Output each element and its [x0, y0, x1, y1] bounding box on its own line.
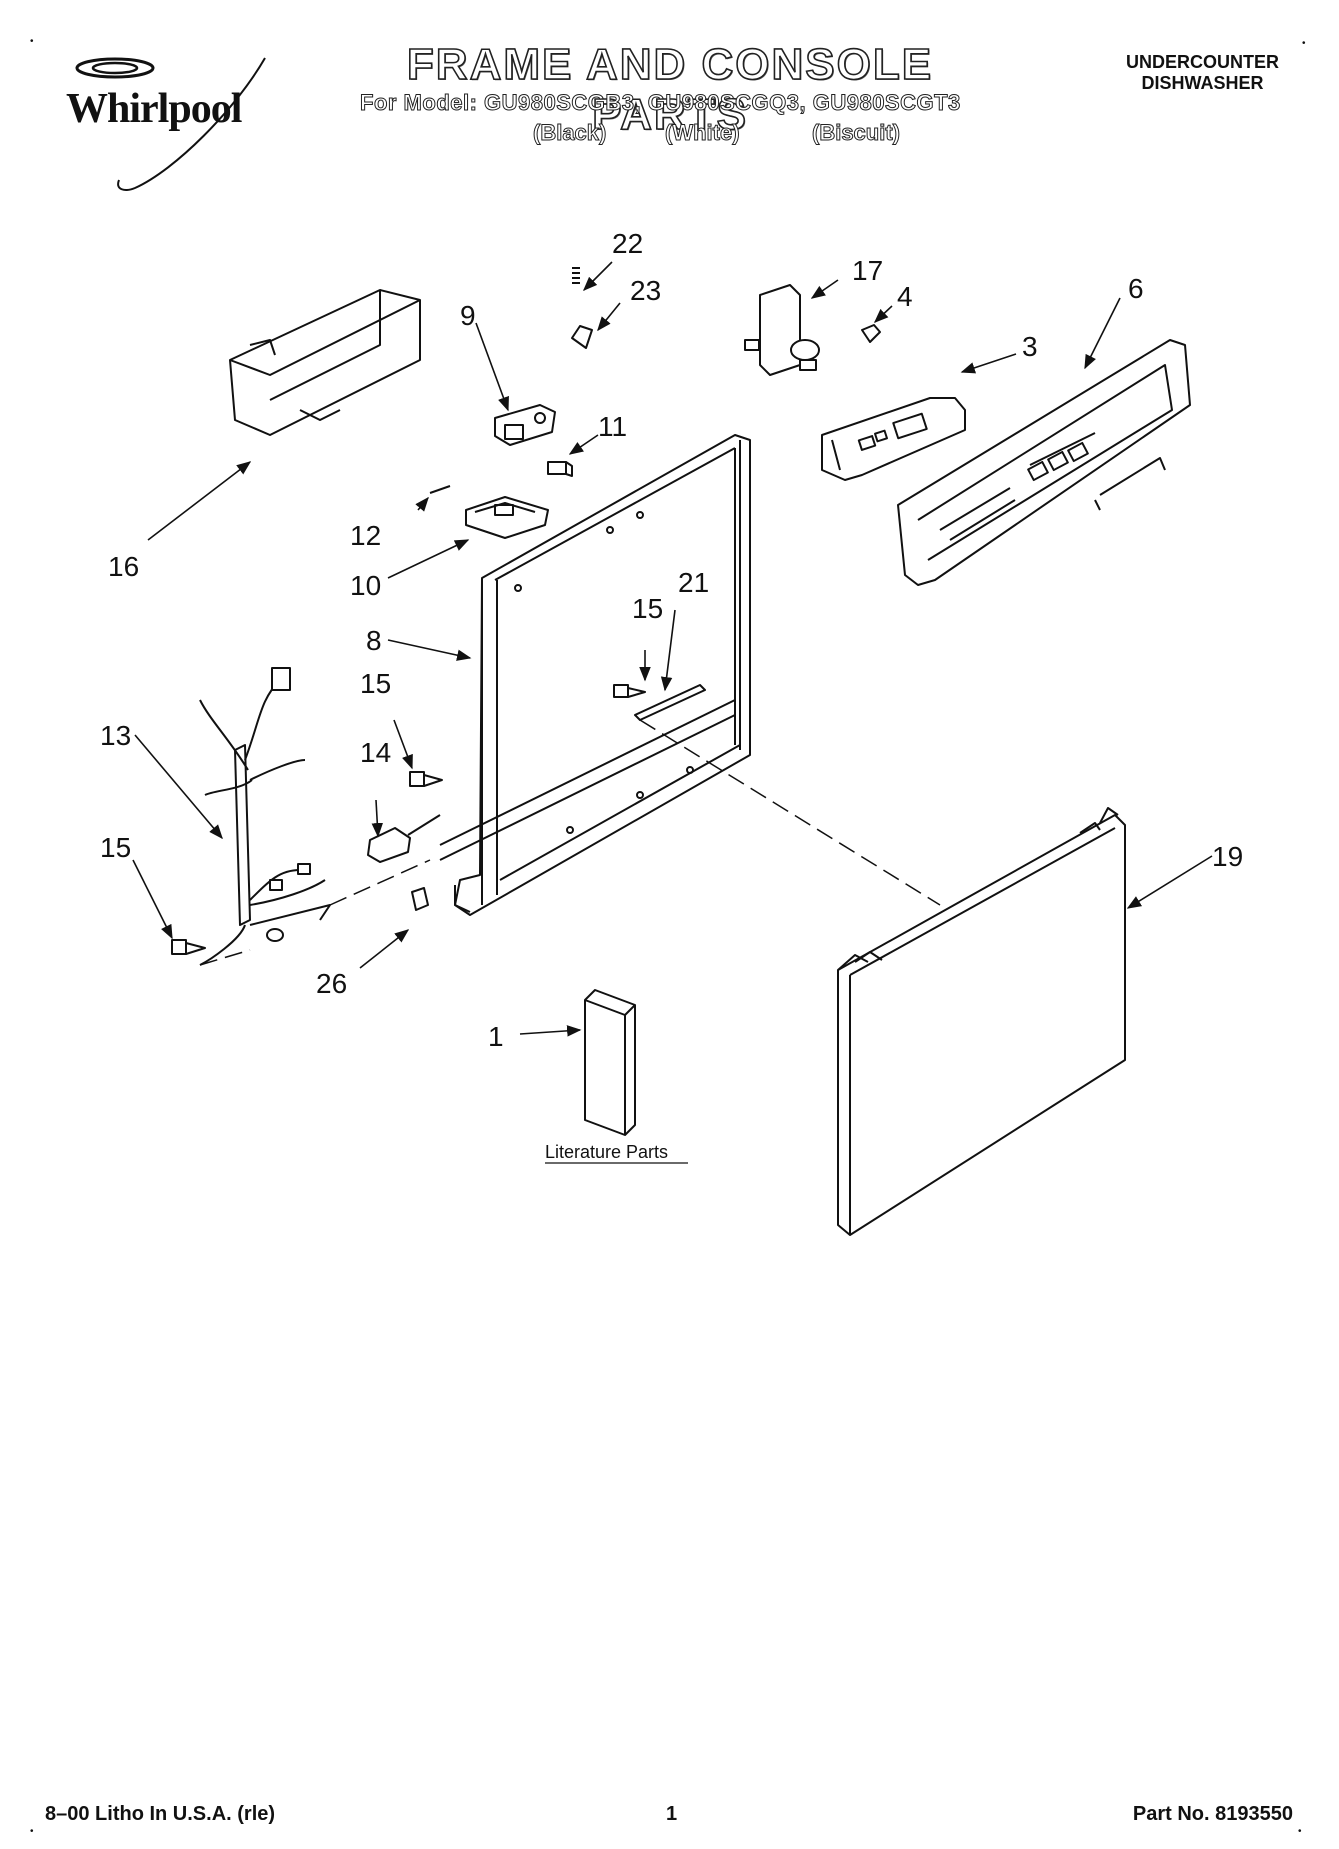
callout-4: 4 — [897, 281, 913, 312]
part-22-spring — [572, 267, 580, 284]
part-26-clip — [411, 887, 429, 911]
part-15-screw — [613, 684, 646, 698]
part-12-pin — [429, 485, 451, 494]
part-14-solenoid — [367, 814, 441, 863]
part-11-switch — [547, 461, 573, 477]
callout-19: 19 — [1212, 841, 1243, 872]
part-8-door-frame — [439, 434, 751, 916]
part-1-literature — [584, 989, 636, 1136]
callout-14: 14 — [360, 737, 391, 768]
part-16-duct-cover — [229, 289, 421, 436]
appliance-type-line2: DISHWASHER — [1141, 73, 1264, 93]
part-15-screw — [171, 939, 206, 955]
part-6-console — [897, 339, 1191, 586]
literature-parts-label: Literature Parts — [545, 1142, 668, 1162]
callout-10: 10 — [350, 570, 381, 601]
callout-16: 16 — [108, 551, 139, 582]
part-21-strip — [634, 684, 706, 721]
part-10-latch-housing — [465, 496, 549, 539]
part-number: Part No. 8193550 — [1132, 1803, 1293, 1825]
callout-22: 22 — [612, 228, 643, 259]
part-19-door-panel — [837, 807, 1126, 1236]
callout-15: 15 — [100, 832, 131, 863]
part-4-clip — [861, 324, 881, 343]
callout-12: 12 — [350, 520, 381, 551]
callout-15: 15 — [360, 668, 391, 699]
callout-21: 21 — [678, 567, 709, 598]
callout-23: 23 — [630, 275, 661, 306]
callout-6: 6 — [1128, 273, 1144, 304]
part-13-wire-harness — [199, 667, 331, 966]
corner-mark: • — [1298, 1826, 1302, 1837]
callout-8: 8 — [366, 625, 382, 656]
page-number: 1 — [666, 1803, 678, 1825]
whirlpool-logo-swirl — [75, 57, 266, 191]
part-9-door-latch — [494, 404, 556, 446]
callout-15: 15 — [632, 593, 663, 624]
callout-9: 9 — [460, 300, 476, 331]
callout-1: 1 — [488, 1021, 504, 1052]
model-list: For Model: GU980SCGB3, GU980SCGQ3, GU980… — [360, 90, 961, 116]
callout-3: 3 — [1022, 331, 1038, 362]
part-3-control-panel — [821, 397, 966, 481]
appliance-type-line1: UNDERCOUNTER — [1126, 52, 1279, 72]
corner-mark: • — [1302, 38, 1306, 49]
callout-11: 11 — [598, 411, 627, 442]
color-black: (Black) — [532, 120, 607, 146]
page-title: FRAME AND CONSOLE PARTS — [406, 39, 934, 140]
color-biscuit: (Biscuit) — [812, 120, 901, 146]
callout-26: 26 — [316, 968, 347, 999]
alignment-lines — [199, 719, 941, 966]
callout-17: 17 — [852, 255, 883, 286]
part-23-clip — [571, 325, 593, 349]
print-info: 8–00 Litho In U.S.A. (rle) — [45, 1803, 276, 1825]
color-white: (White) — [665, 120, 741, 146]
appliance-type: UNDERCOUNTER DISHWASHER — [1126, 52, 1279, 94]
corner-mark: • — [30, 1826, 34, 1837]
brand-logo: Whirlpool — [66, 86, 242, 132]
corner-mark: • — [30, 36, 34, 47]
part-15-screw — [409, 771, 443, 787]
callout-13: 13 — [100, 720, 131, 751]
leader-arrows — [132, 261, 1213, 1037]
part-17-selector-switch — [744, 284, 820, 376]
